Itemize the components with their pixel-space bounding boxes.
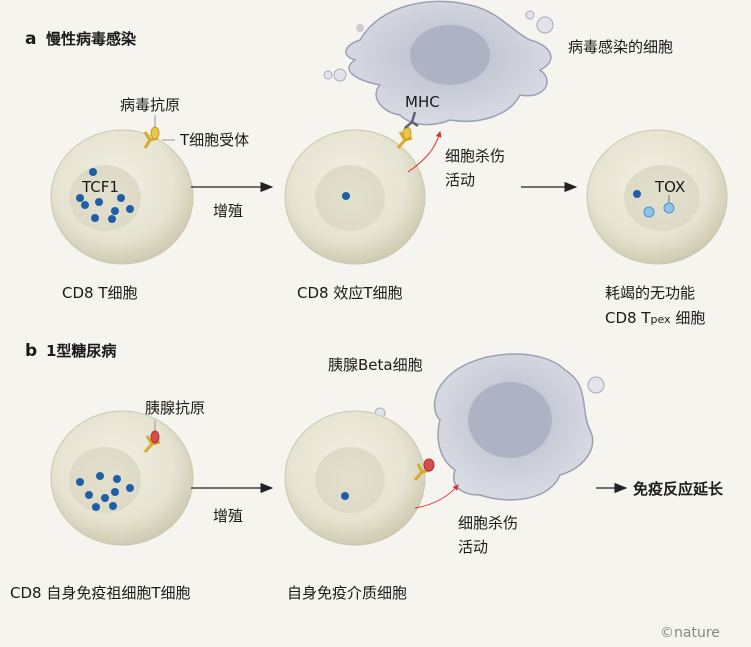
cell3-label-2: CD8 Tpex 细胞: [605, 309, 705, 327]
cell1-label: CD8 T细胞: [62, 284, 138, 302]
tcr-receptor-icon: [143, 126, 160, 149]
tcr-mhc-icon: [396, 111, 419, 149]
killing-arrow: [407, 131, 442, 173]
proliferation-label: 增殖: [213, 202, 243, 220]
cd8-t-cell: TCF1: [50, 129, 194, 265]
cd8-effector-cell: [284, 129, 426, 265]
cell2-label-b: 自身免疫介质细胞: [287, 584, 407, 602]
tcr-label: T细胞受体: [179, 131, 249, 149]
panel-b-letter: b: [25, 341, 37, 361]
infected-cell-label: 病毒感染的细胞: [568, 38, 673, 56]
cell1-label-b: CD8 自身免疫祖细胞T细胞: [10, 584, 191, 602]
cell2-label: CD8 效应T细胞: [297, 284, 403, 302]
infected-cell: [323, 0, 554, 126]
killing-label-2: 活动: [445, 171, 475, 189]
outcome-label: 免疫反应延长: [633, 480, 724, 498]
cell3-label-1: 耗竭的无功能: [605, 284, 695, 302]
exhausted-cell: [586, 129, 728, 265]
panel-b-title: 1型糖尿病: [46, 342, 116, 360]
panel-a: a 慢性病毒感染 病毒感染的细胞 TCF1: [25, 0, 728, 327]
proliferation-label-b: 增殖: [213, 507, 243, 525]
killing-label-b-2: 活动: [458, 538, 488, 556]
pancreatic-antigen-tcr-icon: [143, 430, 161, 453]
tox-label: TOX: [654, 178, 685, 196]
nature-credit: ©nature: [660, 625, 720, 641]
autoimmune-mediator-cell: [284, 410, 426, 546]
pancreatic-antigen-label: 胰腺抗原: [145, 399, 205, 417]
killing-label-1: 细胞杀伤: [445, 147, 505, 165]
autoimmune-progenitor-cell: [50, 410, 194, 546]
panel-a-title: 慢性病毒感染: [46, 30, 137, 48]
killing-label-b-1: 细胞杀伤: [458, 514, 518, 532]
beta-cell-label: 胰腺Beta细胞: [328, 356, 423, 374]
tcr-binding-icon: [413, 458, 435, 481]
panel-b: b 1型糖尿病 胰腺Beta细胞 胰腺抗原 增殖: [10, 341, 724, 602]
tcf1-label: TCF1: [81, 178, 119, 196]
panel-a-letter: a: [25, 29, 36, 49]
tcf1-dots: [76, 168, 134, 223]
mhc-label: MHC: [405, 93, 440, 111]
killing-arrow-b: [414, 484, 459, 509]
viral-antigen-label: 病毒抗原: [120, 96, 180, 114]
